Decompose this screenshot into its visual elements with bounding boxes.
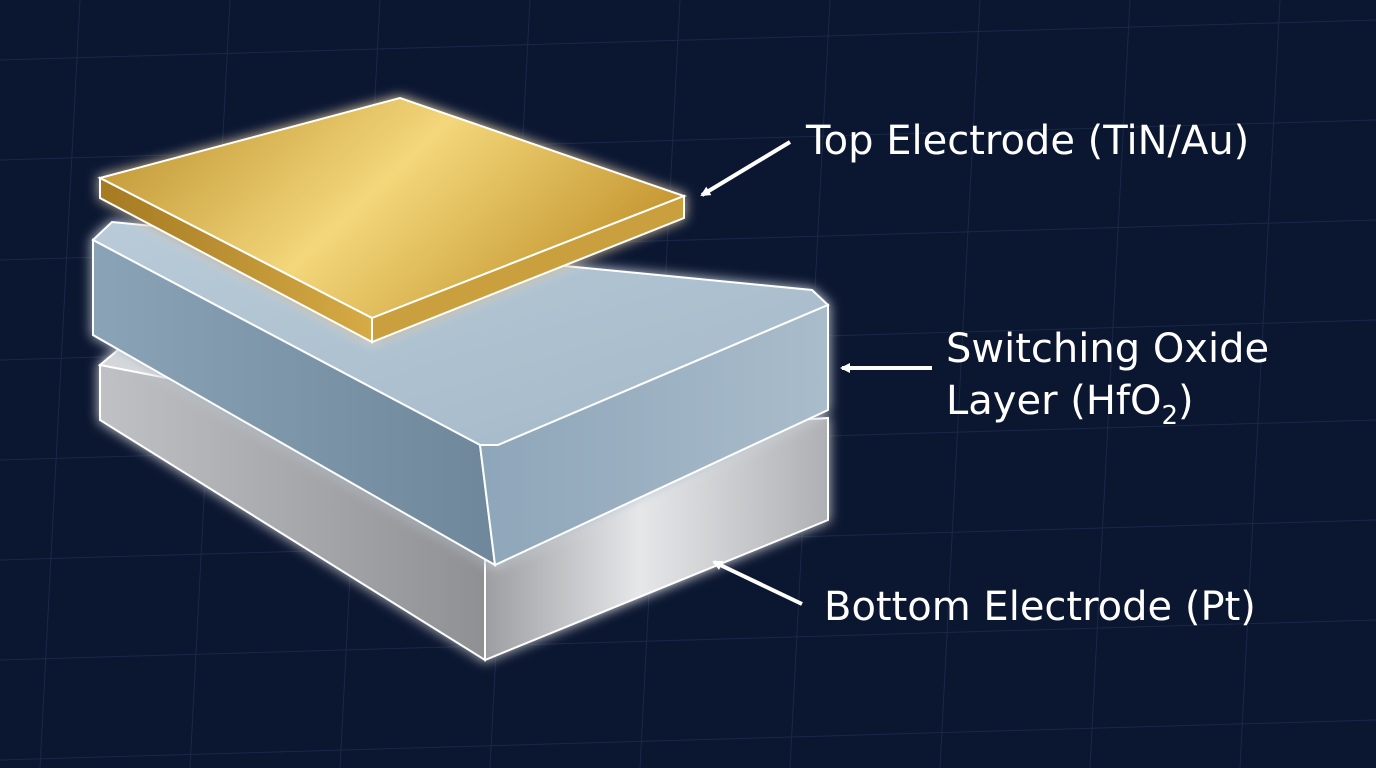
top-electrode-layer [97,96,687,344]
top-electrode-label: Top Electrode (TiN/Au) [805,118,1249,164]
bottom-electrode-label: Bottom Electrode (Pt) [824,584,1256,630]
top-electrode-arrow [700,140,792,197]
oxide-label-line1: Switching Oxide [946,326,1269,372]
oxide-label-prefix: Layer (HfO [946,378,1162,424]
bottom-electrode-arrow [712,560,803,606]
oxide-label-subscript: 2 [1162,401,1179,431]
oxide-label-suffix: ) [1178,378,1194,424]
oxide-label-line2: Layer (HfO2) [946,378,1194,431]
